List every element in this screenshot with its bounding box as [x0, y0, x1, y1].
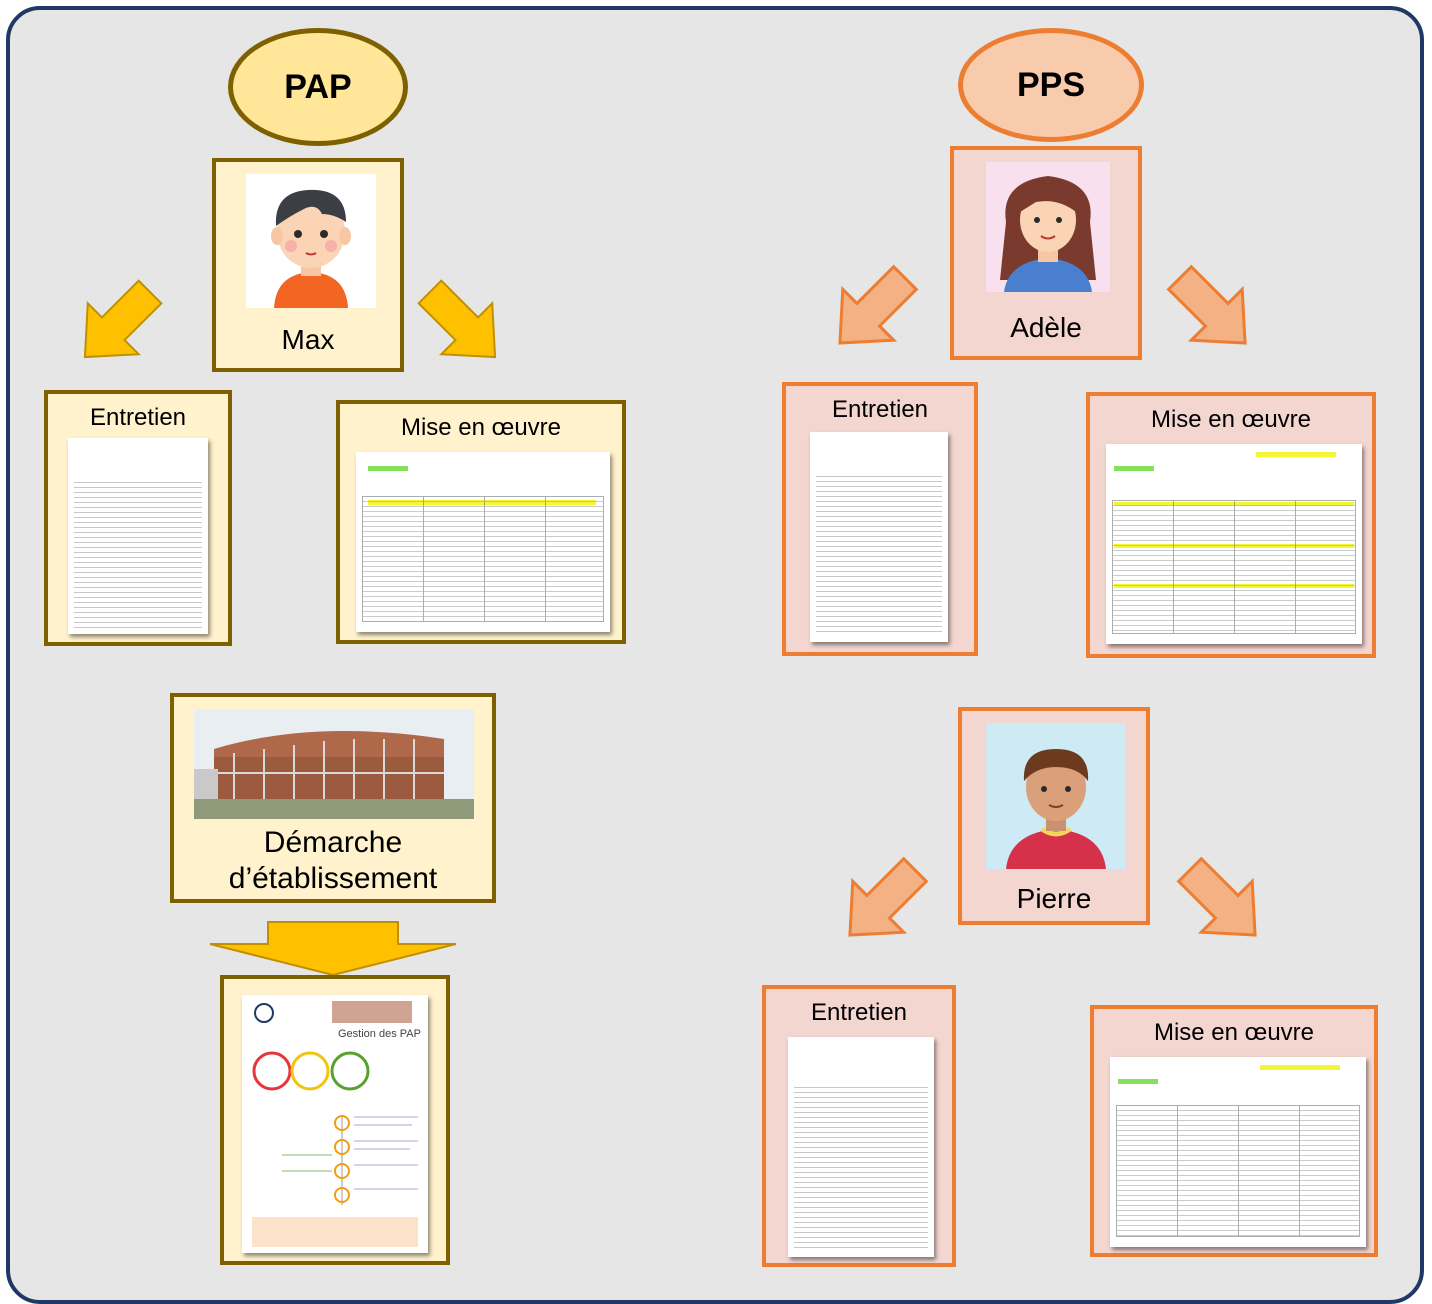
school-building-image [194, 709, 474, 819]
doc-title-max-mise: Mise en œuvre [400, 414, 562, 441]
pps-label: PPS [1016, 65, 1086, 104]
student-card-pierre: Pierre [958, 707, 1150, 925]
arrow-adele-mise [1153, 251, 1273, 371]
gestion-doc-title: Gestion des PAP [338, 1028, 421, 1040]
boy-avatar-icon [271, 189, 351, 308]
arrow-pierre-entretien [822, 843, 942, 963]
student-card-max: Max [212, 158, 404, 372]
doc-card-max-entretien[interactable]: Entretien [44, 390, 232, 646]
doc-card-pierre-mise[interactable]: Mise en œuvre [1090, 1005, 1378, 1257]
doc-card-pierre-entretien[interactable]: Entretien [762, 985, 956, 1267]
pierre-portrait [986, 723, 1126, 869]
demarche-card: Démarche d’établissement [170, 693, 496, 903]
doc-thumbnail-pierre-mise [1110, 1057, 1366, 1247]
demarche-line1: Démarche [263, 826, 403, 859]
doc-thumbnail-adele-entretien [810, 432, 948, 642]
building-icon [194, 709, 474, 819]
doc-card-adele-entretien[interactable]: Entretien [782, 382, 978, 656]
doc-title-adele-entretien: Entretien [831, 396, 929, 423]
doc-title-pierre-mise: Mise en œuvre [1153, 1019, 1315, 1046]
arrow-demarche-gestion [209, 921, 457, 977]
pap-label: PAP [284, 67, 352, 106]
gestion-infographic: Gestion des PAP [252, 1001, 421, 1247]
student-name-max: Max [281, 324, 335, 355]
arrow-max-mise [403, 265, 522, 384]
pps-oval: PPS [958, 28, 1144, 142]
gestion-doc-thumbnail: Gestion des PAP [242, 995, 428, 1253]
doc-thumbnail-adele-mise [1106, 444, 1362, 644]
student-name-adele: Adèle [1010, 312, 1082, 343]
doc-thumbnail-max-entretien [68, 438, 208, 634]
gestion-doc-card[interactable]: Gestion des PAP [220, 975, 450, 1265]
student-card-adele: Adèle [950, 146, 1142, 360]
boy-avatar-icon-2 [1006, 749, 1106, 869]
doc-card-adele-mise[interactable]: Mise en œuvre [1086, 392, 1376, 658]
pap-oval: PAP [228, 28, 408, 146]
max-portrait [246, 174, 376, 308]
doc-title-adele-mise: Mise en œuvre [1150, 406, 1312, 433]
student-name-pierre: Pierre [1016, 883, 1092, 914]
doc-thumbnail-max-mise [356, 452, 610, 632]
demarche-line2: d’établissement [228, 862, 438, 895]
doc-title-pierre-entretien: Entretien [810, 999, 908, 1026]
arrow-pierre-mise [1163, 843, 1283, 963]
arrow-max-entretien [58, 265, 177, 384]
arrows-layer [58, 251, 1283, 977]
adele-portrait [986, 162, 1110, 292]
doc-title-max-entretien: Entretien [89, 404, 187, 431]
demarche-text: Démarche d’établissement [174, 825, 492, 897]
doc-card-max-mise[interactable]: Mise en œuvre [336, 400, 626, 644]
girl-avatar-icon [1000, 176, 1096, 292]
arrow-adele-entretien [812, 251, 932, 371]
doc-thumbnail-pierre-entretien [788, 1037, 934, 1257]
